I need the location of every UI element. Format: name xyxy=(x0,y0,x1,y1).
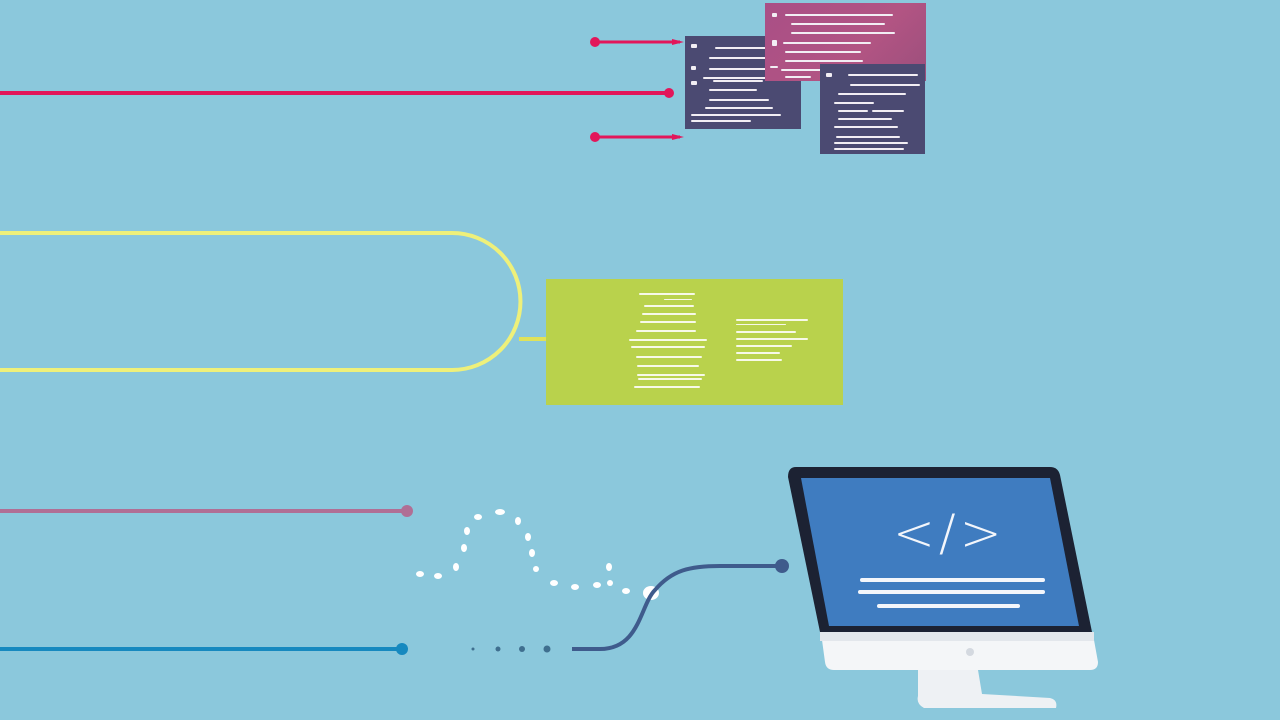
s-curve xyxy=(572,559,789,651)
blue-line xyxy=(0,643,408,655)
code-symbol: </> xyxy=(893,504,1006,562)
pink-arrows xyxy=(0,37,684,142)
dot-trail xyxy=(471,645,551,653)
code-document-green xyxy=(546,279,843,405)
yellow-loop xyxy=(0,231,547,372)
mauve-line xyxy=(0,505,413,517)
code-document-dark-right xyxy=(820,64,925,154)
